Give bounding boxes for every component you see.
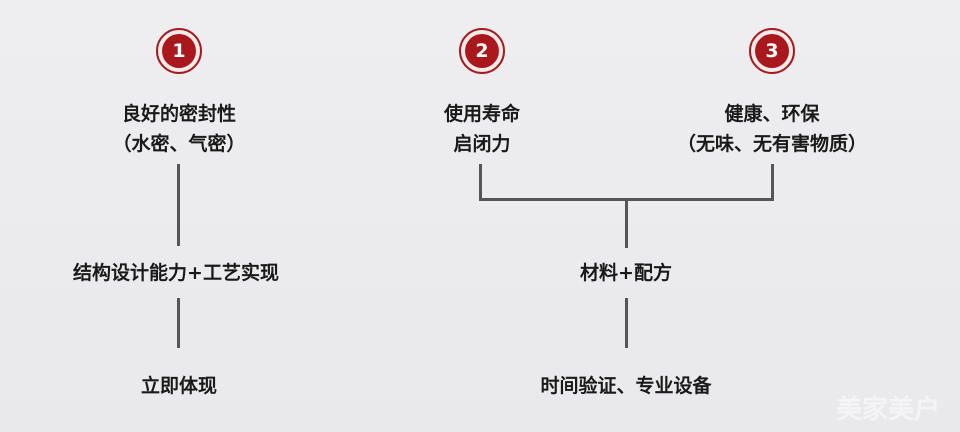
- col3-title: 健康、环保: [724, 103, 820, 125]
- col3-subtitle: （无味、无有害物质）: [676, 133, 868, 155]
- merged-middle: 材料+配方: [580, 262, 672, 284]
- col1-middle: 结构设计能力+工艺实现: [73, 262, 279, 284]
- step-number-3: 3: [755, 34, 789, 68]
- bracket-left-leg: [479, 164, 482, 201]
- step-badge-2: 2: [459, 28, 505, 74]
- step-badge-1: 1: [156, 28, 202, 74]
- col1-bottom: 立即体现: [140, 375, 218, 397]
- step-number-1: 1: [162, 34, 196, 68]
- bracket-stem: [625, 198, 628, 248]
- col1-title: 良好的密封性: [121, 103, 237, 125]
- col1-connector-bottom: [177, 298, 180, 348]
- merged-connector-bottom: [625, 298, 628, 348]
- bracket-right-leg: [771, 164, 774, 201]
- col1-subtitle: （水密、气密）: [112, 133, 246, 155]
- step-badge-3: 3: [749, 28, 795, 74]
- merged-bottom: 时间验证、专业设备: [540, 375, 712, 397]
- watermark: 美家美户: [835, 395, 940, 425]
- col1-connector-top: [177, 164, 180, 246]
- col2-subtitle: 启闭力: [453, 133, 511, 155]
- col2-title: 使用寿命: [443, 103, 521, 125]
- step-number-2: 2: [465, 34, 499, 68]
